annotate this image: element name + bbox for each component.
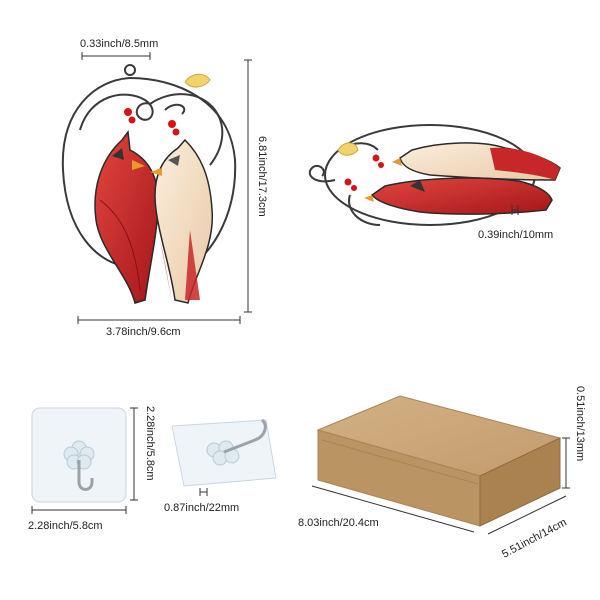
adhesive-hook-side xyxy=(171,418,277,487)
ornament-thickness-label: 0.39inch/10mm xyxy=(478,229,554,241)
box-length-label: 8.03inch/20.4cm xyxy=(298,517,379,529)
cardinal-ornament-side xyxy=(308,124,561,226)
ornament-height-label: 6.81inch/17.3cm xyxy=(256,136,268,217)
ring-width-label: 0.33inch/8.5mm xyxy=(80,38,159,50)
hook-height-label: 2.28inch/5.8cm xyxy=(144,406,156,481)
dimension-lines-box xyxy=(311,437,570,535)
hook-depth-label: 0.87inch/22mm xyxy=(164,502,240,514)
dimension-lines-hook-side xyxy=(199,488,208,496)
kraft-gift-box xyxy=(316,395,562,527)
cardinal-ornament-front xyxy=(61,64,237,304)
adhesive-hook-front xyxy=(31,407,127,503)
dimension-lines-front xyxy=(77,52,252,324)
ornament-width-label: 3.78inch/9.6cm xyxy=(106,326,181,338)
hook-width-label: 2.28inch/5.8cm xyxy=(28,520,103,532)
dimension-lines-side xyxy=(511,205,519,215)
box-height-label: 0.51inch/13mm xyxy=(574,386,586,462)
dimension-lines-hook-front xyxy=(31,407,138,514)
